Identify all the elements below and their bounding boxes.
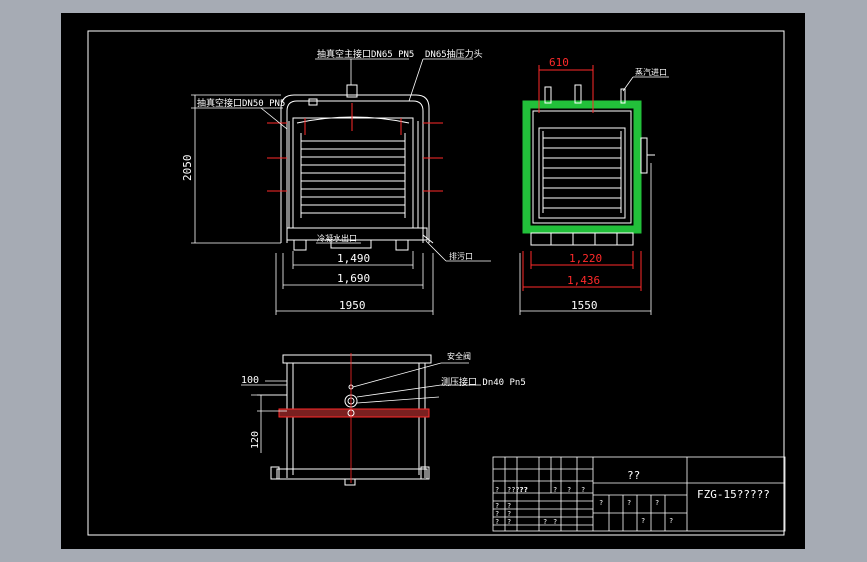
tb-cell: ? <box>495 510 499 518</box>
tb-cell: ? <box>655 499 659 507</box>
title-name-cell: ?? <box>627 469 640 482</box>
dim-1490: 1,490 <box>337 252 370 265</box>
tb-cell: ? <box>543 518 547 526</box>
title-block <box>492 456 786 532</box>
dim-1220: 1,220 <box>569 252 602 265</box>
label-pressure-port: 测压接口 Dn40 Pn5 <box>441 376 526 388</box>
drawing-border <box>87 30 785 536</box>
title-drawing-no: FZG-15????? <box>697 488 770 501</box>
tb-cell: ? <box>553 518 557 526</box>
tb-cell: ? <box>669 517 673 525</box>
front-view <box>280 84 434 251</box>
tb-cell: ? <box>507 502 511 510</box>
dim-2050: 2050 <box>181 155 194 182</box>
label-dn65-gauge: DN65抽压力头 <box>425 48 483 60</box>
tb-cell: ? <box>553 486 557 494</box>
tb-cell: ????? <box>507 486 528 494</box>
title-block-small-text: ????? ? ?? ? ? ? ? ? ? ? ? ? ? ? ? ? ? ?… <box>495 486 673 526</box>
dim-610: 610 <box>549 56 569 69</box>
label-discharge-port: 排污口 <box>449 251 473 261</box>
side-view <box>522 84 655 246</box>
tb-cell: ? <box>581 486 585 494</box>
tb-cell: ? <box>627 499 631 507</box>
label-vac-main-port: 抽真空主接口DN65 PN5 <box>317 48 414 60</box>
tb-cell: ? <box>495 486 499 494</box>
label-steam-inlet: 蒸汽进口 <box>635 67 667 77</box>
label-condensate-port: 冷凝水出口 <box>317 233 357 243</box>
dim-100: 100 <box>241 375 259 386</box>
dim-1436: 1,436 <box>567 274 600 287</box>
tb-cell: ? <box>567 486 571 494</box>
drawing-sheet: 抽真空主接口DN65 PN5 DN65抽压力头 抽真空接口DN50 PN5 冷凝… <box>61 13 805 549</box>
label-vac-port-dn50: 抽真空接口DN50 PN5 <box>197 97 285 109</box>
tb-cell: ? <box>507 510 511 518</box>
tb-cell: ? <box>641 517 645 525</box>
tb-cell: ?? <box>519 486 527 494</box>
tb-cell: ? <box>507 518 511 526</box>
tb-cell: ? <box>495 518 499 526</box>
tb-cell: ? <box>599 499 603 507</box>
dim-120: 120 <box>250 431 261 449</box>
dim-1550: 1550 <box>571 299 598 312</box>
dim-1690: 1,690 <box>337 272 370 285</box>
tb-cell: ? <box>495 502 499 510</box>
label-safety-valve: 安全阀 <box>447 351 471 361</box>
cad-drawing: 抽真空主接口DN65 PN5 DN65抽压力头 抽真空接口DN50 PN5 冷凝… <box>87 30 786 536</box>
dim-1950: 1950 <box>339 299 366 312</box>
